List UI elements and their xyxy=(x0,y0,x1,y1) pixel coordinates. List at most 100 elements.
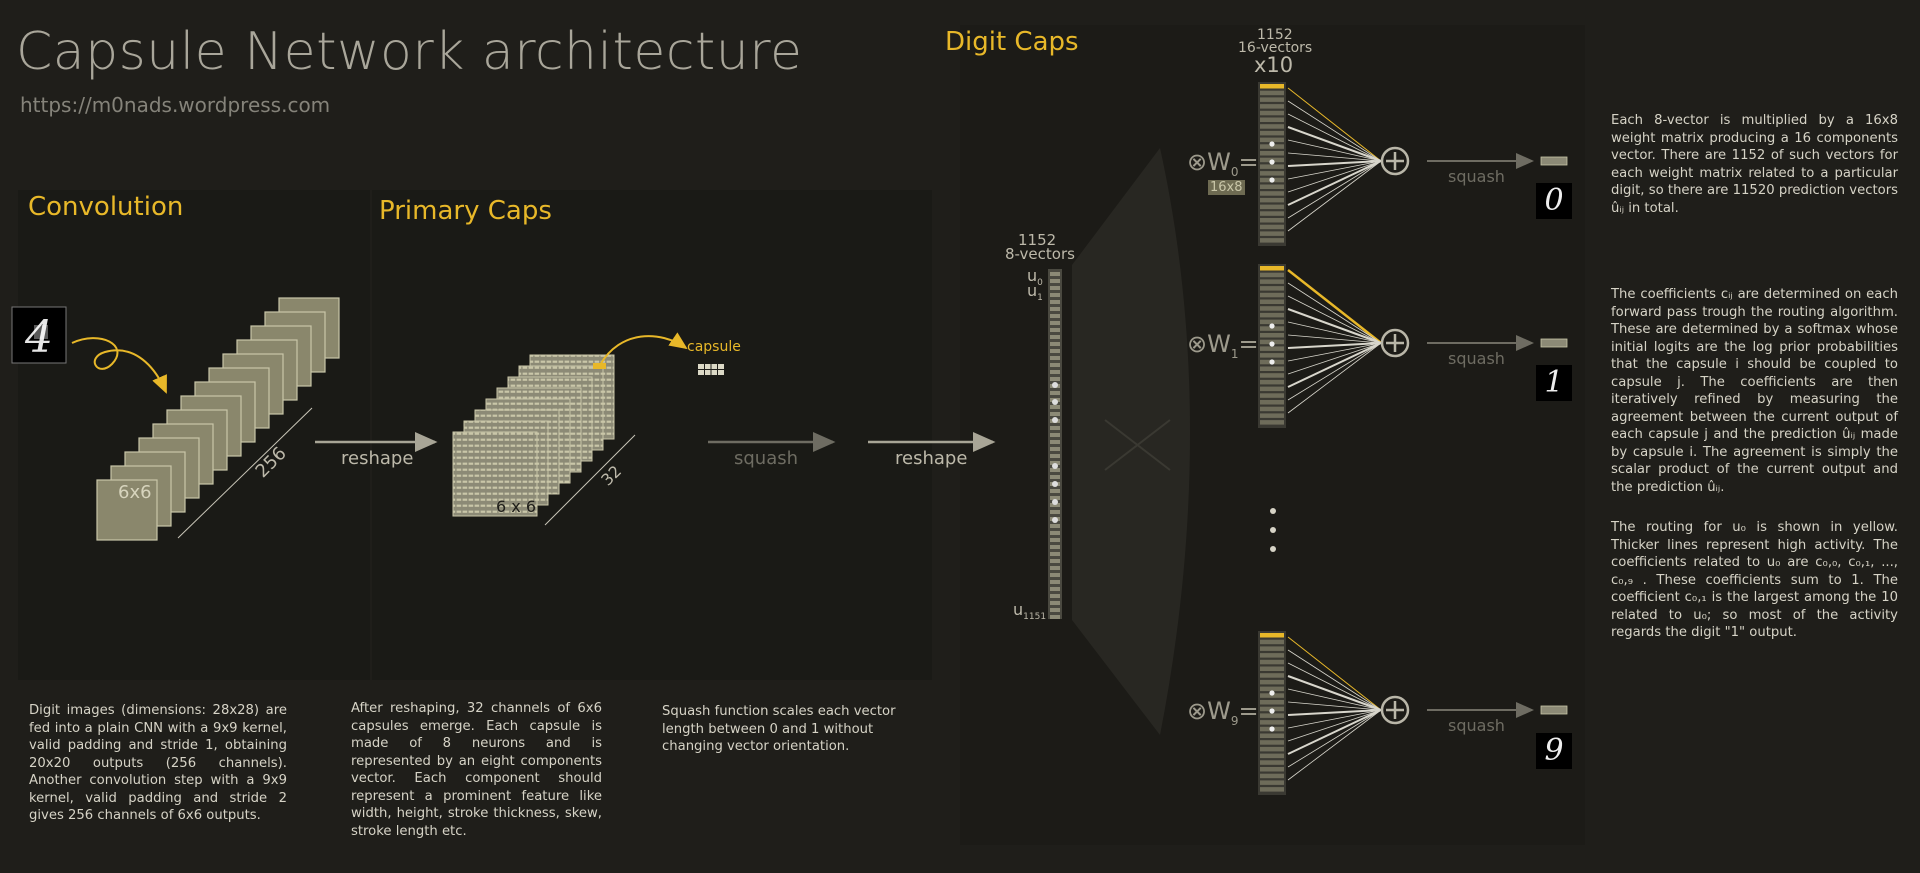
squash-label-1: squash xyxy=(734,448,799,469)
prediction-cell xyxy=(1260,224,1284,230)
prediction-cell xyxy=(1260,700,1284,705)
prediction-cell xyxy=(1260,720,1284,725)
capsule-vector-icon xyxy=(698,364,724,375)
highlighted-capsule xyxy=(593,363,606,369)
primary-caps-stack xyxy=(452,354,615,517)
prediction-cell xyxy=(1260,184,1284,189)
prediction-dot xyxy=(1269,726,1275,732)
u-vector-cell xyxy=(1050,440,1060,444)
u-vector-cell xyxy=(1050,328,1060,332)
prediction-dot xyxy=(1269,159,1275,165)
prediction-cell xyxy=(1260,204,1284,210)
output-vector xyxy=(1540,705,1568,715)
u0-label: u0 xyxy=(1027,266,1043,289)
section-primary-caps: Primary Caps xyxy=(379,196,552,226)
reshape-label-1: reshape xyxy=(341,448,414,469)
prediction-cell xyxy=(1260,319,1284,325)
w0-label: ⊗W0= xyxy=(1187,148,1259,179)
routing-line xyxy=(1287,160,1382,219)
routing-line xyxy=(1287,321,1382,344)
svg-text:4: 4 xyxy=(24,312,53,363)
routing-line xyxy=(1287,160,1382,180)
prediction-cell xyxy=(1260,191,1284,196)
prediction-type: 16-vectors xyxy=(1238,40,1313,56)
prediction-cell xyxy=(1260,117,1284,122)
prediction-dot xyxy=(1269,323,1275,329)
times-ten-label: x10 xyxy=(1254,53,1294,77)
routing-line xyxy=(1287,709,1382,768)
routing-line xyxy=(1287,342,1382,349)
output-digit-9: 9 xyxy=(1536,733,1572,769)
vector-type: 8-vectors xyxy=(1005,245,1075,263)
reshape-label-2: reshape xyxy=(895,448,968,469)
u-vector-cell xyxy=(1050,300,1060,304)
prediction-cell xyxy=(1260,420,1284,425)
prediction-cell xyxy=(1260,124,1284,129)
capsule-arrow xyxy=(599,332,688,366)
prediction-cell xyxy=(1260,673,1284,678)
site-url[interactable]: https://m0nads.wordpress.com xyxy=(20,93,331,117)
ellipsis-dots xyxy=(1270,508,1276,552)
u-ellipsis-dot xyxy=(1052,382,1058,388)
u-vector-cell xyxy=(1050,321,1060,325)
prediction-cell xyxy=(1260,686,1284,692)
prediction-dot xyxy=(1269,359,1275,365)
prediction-cell xyxy=(1260,211,1284,216)
u-vector-cell xyxy=(1050,538,1060,542)
routing-line xyxy=(1287,160,1382,206)
prediction-block-d0 xyxy=(1258,82,1568,246)
prediction-cell xyxy=(1260,780,1284,785)
prediction-cell xyxy=(1260,299,1284,304)
prediction-cell xyxy=(1260,292,1284,298)
u-vector-cell xyxy=(1050,391,1060,395)
routing-line xyxy=(1287,709,1382,742)
w9-label: ⊗W9= xyxy=(1187,697,1259,728)
primary-caps-map xyxy=(452,431,538,517)
prediction-cell xyxy=(1260,164,1284,169)
routing-line xyxy=(1287,334,1382,344)
conv-curl-arrow xyxy=(71,337,167,394)
prediction-cell xyxy=(1260,767,1284,772)
routing-line xyxy=(1287,113,1382,162)
prediction-cell xyxy=(1260,104,1284,109)
u-vector-cell xyxy=(1050,587,1060,591)
coefficients-description: The coefficients cᵢⱼ are determined on e… xyxy=(1611,287,1898,495)
prediction-cell xyxy=(1260,666,1284,671)
u-ellipsis-dot xyxy=(1052,399,1058,405)
prediction-cell xyxy=(1260,740,1284,745)
routing-line xyxy=(1287,269,1382,344)
output-vector xyxy=(1540,156,1568,166)
conv-description: Digit images (dimensions: 28x28) are fed… xyxy=(29,703,287,823)
u-vector-cell xyxy=(1050,412,1060,416)
primary-size-label: 6 x 6 xyxy=(496,497,536,516)
u-vector-cell xyxy=(1050,377,1060,381)
u-vector-cell xyxy=(1050,405,1060,409)
conv-size-label: 6x6 xyxy=(118,482,152,503)
u-vector-cell xyxy=(1050,314,1060,318)
u-vector-cell xyxy=(1050,559,1060,563)
prediction-cell xyxy=(1260,406,1284,412)
prediction-cell xyxy=(1260,787,1284,792)
u-vector-cell xyxy=(1050,510,1060,514)
prediction-cell xyxy=(1260,733,1284,738)
prediction-cell xyxy=(1260,659,1284,665)
u-vector-cell xyxy=(1050,293,1060,297)
prediction-cell xyxy=(1260,760,1284,765)
routing-line xyxy=(1287,709,1382,716)
u-ellipsis-dot xyxy=(1052,481,1058,487)
sum-circle xyxy=(1380,695,1410,725)
routing-line xyxy=(1287,87,1382,162)
prediction-cell xyxy=(1260,171,1284,176)
prediction-count: 1152 xyxy=(1257,27,1293,43)
u1-label: u1 xyxy=(1027,281,1043,304)
routing-line xyxy=(1287,342,1382,414)
u-vector-cell xyxy=(1050,615,1060,619)
u-vector-cell xyxy=(1050,335,1060,339)
prediction-cell xyxy=(1260,753,1284,759)
primary-description: After reshaping, 32 channels of 6x6 caps… xyxy=(351,701,602,839)
u-vector-cell xyxy=(1050,286,1060,290)
output-digit-0: 0 xyxy=(1536,183,1572,219)
u-vector-cell xyxy=(1050,370,1060,374)
u-vector-cell xyxy=(1050,279,1060,283)
